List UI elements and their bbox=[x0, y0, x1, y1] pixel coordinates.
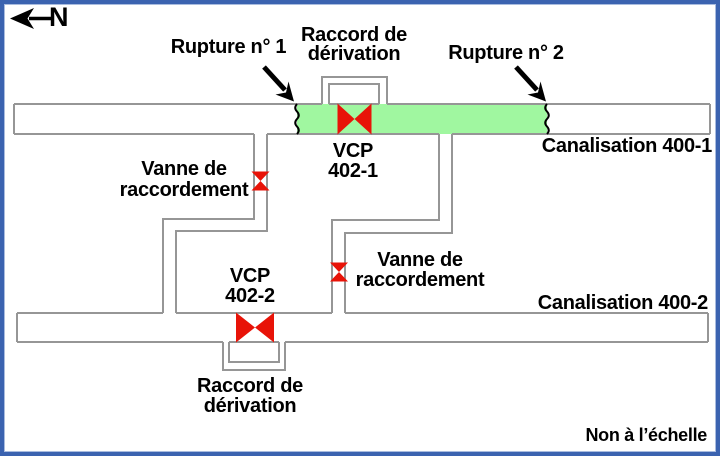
pipeline-2-shape bbox=[16, 312, 709, 343]
vcp-402-2-label-line2: 402-2 bbox=[225, 285, 275, 307]
bypass-bottom-label-line1: Raccord de bbox=[197, 375, 303, 397]
connection-valve-left-label-line1: Vanne de bbox=[141, 158, 227, 180]
rupture-2-label: Rupture n° 2 bbox=[448, 42, 564, 64]
north-label: N bbox=[49, 2, 69, 32]
pipeline-2-label: Canalisation 400-2 bbox=[537, 292, 709, 314]
bypass-bottom-label-line2: dérivation bbox=[203, 395, 297, 417]
pipeline-1-shape bbox=[13, 103, 711, 135]
connection-valve-right-icon bbox=[330, 262, 348, 282]
connection-valve-right-label: Vanne de raccordement bbox=[330, 250, 510, 290]
bypass-bottom-label: Raccord de dérivation bbox=[170, 376, 330, 416]
connection-valve-left-label: Vanne de raccordement bbox=[94, 159, 274, 201]
rupture-2-arrow-icon bbox=[514, 65, 546, 102]
bypass-top-label-line2: dérivation bbox=[307, 43, 401, 65]
connection-left-shape bbox=[162, 134, 268, 313]
vcp-402-2-label-line1: VCP bbox=[229, 265, 271, 287]
vcp-402-2-label: VCP 402-2 bbox=[190, 266, 310, 306]
vcp-402-2-valve-icon bbox=[236, 312, 274, 343]
pipeline-1-label: Canalisation 400-1 bbox=[541, 135, 713, 157]
connection-valve-left-label-line2: raccordement bbox=[119, 179, 249, 201]
bypass-top-label-line1: Raccord de bbox=[301, 24, 407, 46]
rupture-1-break-icon bbox=[294, 103, 300, 135]
connection-right-shape bbox=[331, 134, 453, 313]
scale-note-label: Non à l’échelle bbox=[585, 425, 707, 445]
isolated-segment-highlight bbox=[297, 104, 547, 134]
vcp-402-1-valve-icon bbox=[337, 103, 372, 135]
rupture-2-break-icon bbox=[544, 103, 550, 135]
vcp-402-1-label: VCP 402-1 bbox=[293, 141, 413, 181]
rupture-1-label: Rupture n° 1 bbox=[170, 36, 287, 58]
connection-valve-left-icon bbox=[251, 171, 270, 191]
vcp-402-1-label-line1: VCP bbox=[332, 140, 374, 162]
bypass-top-shape bbox=[321, 76, 388, 104]
vcp-402-1-label-line2: 402-1 bbox=[328, 160, 378, 182]
connection-valve-right-label-line2: raccordement bbox=[355, 269, 485, 291]
connection-valve-right-label-line1: Vanne de bbox=[377, 249, 463, 271]
rupture-1-arrow-icon bbox=[262, 65, 294, 102]
bypass-bottom-shape bbox=[222, 342, 286, 371]
bypass-top-label: Raccord de dérivation bbox=[274, 24, 434, 65]
north-arrow-icon bbox=[10, 8, 51, 29]
